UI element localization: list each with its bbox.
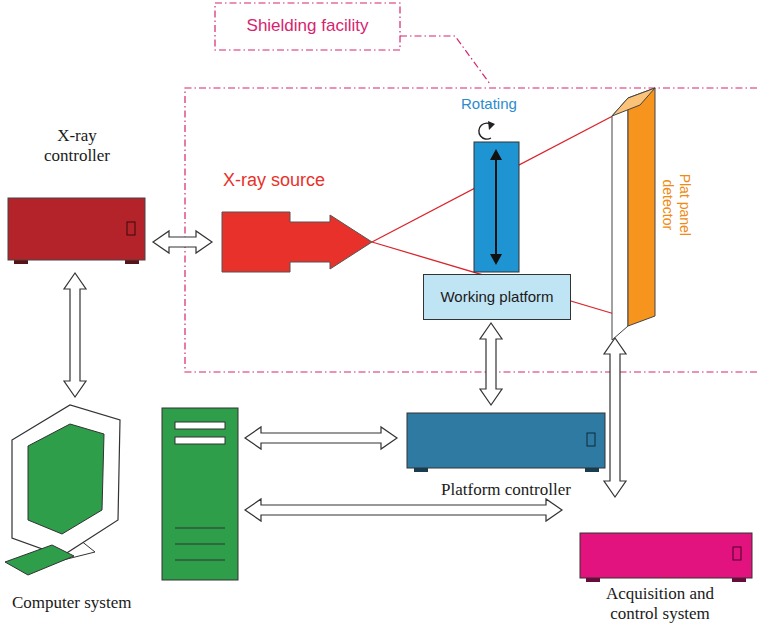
controller-box: [8, 198, 145, 264]
node-label: Computer system: [10, 593, 210, 613]
node-label: Shielding facility: [215, 3, 400, 50]
double-arrow: [480, 323, 502, 405]
xray-source-shape: [222, 212, 372, 272]
flat-panel-detector: Plat panel detector: [606, 85, 696, 335]
sample: [474, 142, 519, 272]
double-arrow: [153, 231, 212, 253]
double-arrow: [245, 499, 562, 521]
node-label: Platform controller: [400, 480, 612, 500]
label-frame: [215, 3, 400, 50]
xray-controller: X-ray controller: [5, 120, 150, 270]
computer-illustration: [5, 405, 238, 580]
xray-source: X-ray source: [215, 170, 380, 275]
motion-label: Rotating: [461, 95, 517, 112]
node-label: Acquisition and control system: [580, 584, 740, 625]
computer-system: Computer system: [0, 400, 242, 625]
node-label: X-ray source: [221, 170, 371, 192]
acquisition-system: Acquisition and control system: [565, 500, 755, 633]
process-box: Working platform: [423, 274, 571, 320]
double-arrow: [604, 338, 626, 497]
double-arrow: [245, 427, 397, 449]
leader-line: [400, 36, 490, 84]
double-arrow: [64, 273, 86, 397]
node-label: Working platform: [424, 284, 570, 310]
detector-shape: [612, 88, 655, 340]
node-label: X-ray controller: [27, 126, 127, 167]
shielding-region: Shielding facilityX-ray sourceWorking pl…: [185, 88, 757, 372]
rotation-symbol: [479, 121, 495, 139]
node-label: Plat panel detector: [659, 165, 693, 245]
controller-box: [407, 413, 605, 472]
shielding-outline: [185, 88, 757, 372]
controller-box: [580, 533, 752, 582]
platform-controller: Platform controller: [400, 408, 612, 504]
